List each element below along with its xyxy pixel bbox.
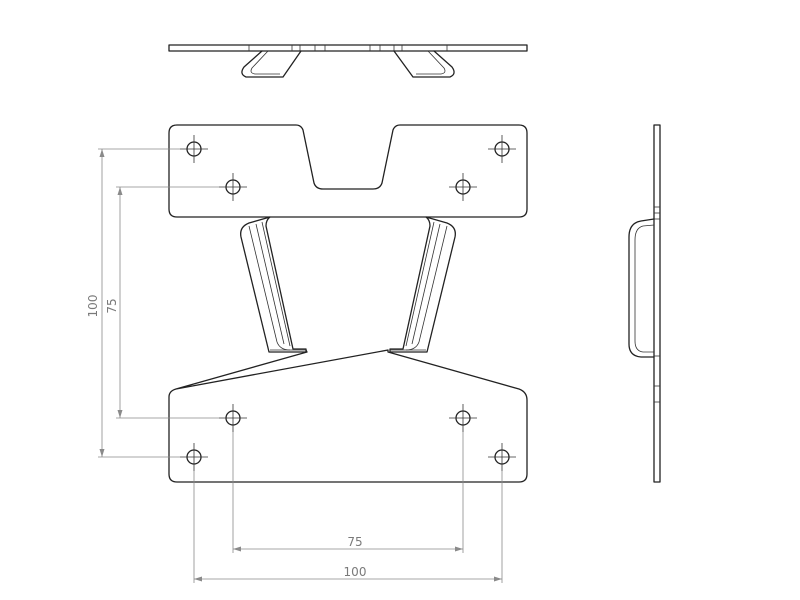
front-view: [168, 124, 528, 483]
dim-label-vertical-outer: 100: [86, 295, 100, 318]
hole-inner-bottom-left: [219, 404, 247, 432]
upper-plate: [168, 124, 528, 218]
hole-inner-top-left: [219, 173, 247, 201]
side-bracket: [628, 218, 655, 358]
side-view: [628, 124, 661, 483]
hole-outer-bottom-left: [180, 443, 208, 471]
hole-inner-bottom-right: [449, 404, 477, 432]
dimension-horizontal-outer: 100: [193, 471, 503, 583]
right-bracket: [389, 216, 456, 353]
hole-outer-top-right: [488, 135, 516, 163]
hole-inner-top-right: [449, 173, 477, 201]
dim-label-vertical-inner: 75: [105, 298, 119, 313]
dim-label-horizontal-inner: 75: [347, 535, 362, 549]
dim-label-horizontal-outer: 100: [344, 565, 367, 579]
left-bracket: [240, 216, 307, 353]
dimension-vertical-inner: 75: [105, 186, 219, 419]
hole-outer-bottom-right: [488, 443, 516, 471]
dimension-horizontal-inner: 75: [232, 432, 464, 553]
right-hook-top: [393, 50, 455, 78]
hole-outer-top-left: [180, 135, 208, 163]
left-hook-top: [241, 50, 302, 78]
lower-plate: [168, 349, 528, 483]
dimension-vertical-outer: 100: [86, 148, 180, 458]
top-view: [168, 44, 528, 78]
